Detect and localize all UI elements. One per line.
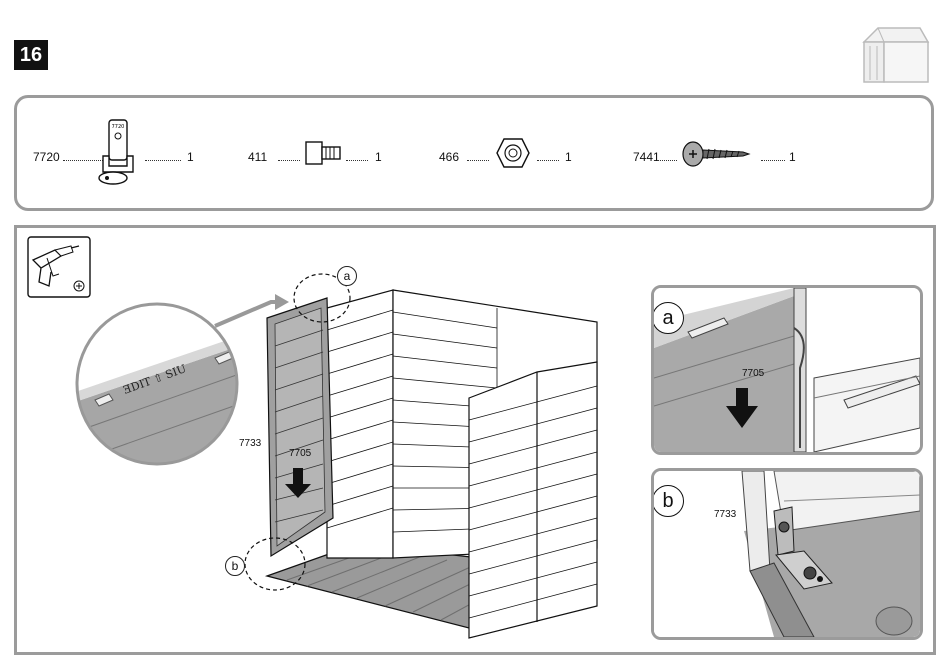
part-item: 411 1 bbox=[242, 98, 412, 208]
detail-view-a: a 7705 bbox=[651, 285, 923, 455]
part-code: 7441 bbox=[633, 150, 660, 164]
dotted-leader bbox=[145, 160, 181, 161]
shed-thumbnail-icon bbox=[858, 22, 930, 86]
dotted-leader bbox=[278, 160, 300, 161]
corner-bracket-icon: 7720 bbox=[95, 116, 147, 188]
part-label-7705: 7705 bbox=[289, 448, 311, 459]
callout-a: a bbox=[337, 266, 357, 286]
detail-b-label: b bbox=[652, 485, 684, 517]
part-qty: 1 bbox=[187, 150, 194, 164]
square-bolt-icon bbox=[304, 138, 344, 170]
part-qty: 1 bbox=[565, 150, 572, 164]
dotted-leader bbox=[761, 160, 785, 161]
svg-text:7720: 7720 bbox=[112, 124, 125, 130]
part-code: 7720 bbox=[33, 150, 60, 164]
part-code: 411 bbox=[248, 150, 267, 164]
part-label-7733: 7733 bbox=[239, 438, 261, 449]
part-item: 466 1 bbox=[437, 98, 597, 208]
part-item: 7720 7720 1 bbox=[17, 98, 217, 208]
dotted-leader bbox=[537, 160, 559, 161]
part-qty: 1 bbox=[375, 150, 382, 164]
step-number-badge: 16 bbox=[14, 40, 48, 70]
dotted-leader bbox=[657, 160, 677, 161]
detail-view-b: b 7733 bbox=[651, 468, 923, 640]
callout-b: b bbox=[225, 556, 245, 576]
detail-a-illustration bbox=[654, 288, 920, 452]
detail-a-part-label: 7705 bbox=[742, 368, 764, 379]
detail-b-part-label: 7733 bbox=[714, 509, 736, 520]
detail-a-label: a bbox=[652, 302, 684, 334]
hex-nut-icon bbox=[495, 136, 531, 170]
part-qty: 1 bbox=[789, 150, 796, 164]
power-drill-icon bbox=[27, 236, 91, 298]
screw-icon bbox=[681, 138, 751, 170]
detail-b-illustration bbox=[654, 471, 920, 637]
part-code: 466 bbox=[439, 150, 459, 164]
parts-list-panel: 7720 7720 1 411 1 466 bbox=[14, 95, 934, 211]
dotted-leader bbox=[467, 160, 489, 161]
part-item: 7441 1 bbox=[629, 98, 829, 208]
assembly-panel: ƎDIT ⇧ SIU bbox=[14, 225, 936, 655]
dotted-leader bbox=[346, 160, 368, 161]
